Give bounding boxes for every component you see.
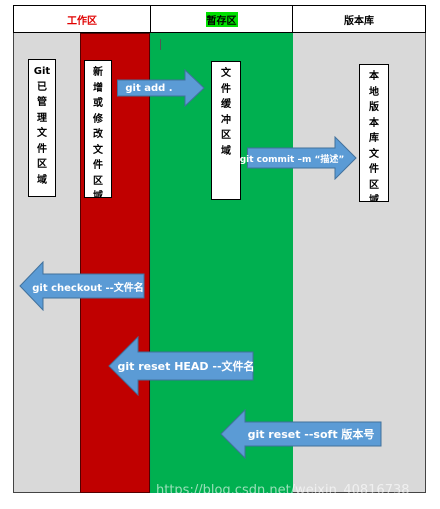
box-char: 缓: [221, 99, 231, 110]
box-char: 文: [221, 68, 231, 79]
box-char: 新: [93, 67, 103, 78]
file-buffer-box: 文件缓冲区域: [211, 61, 241, 200]
header-repository: 版本库: [292, 5, 426, 33]
header-work-area: 工作区: [13, 5, 151, 33]
box-char: 本: [369, 117, 379, 129]
box-char: 域: [369, 195, 379, 202]
git-checkout-label: git checkout --文件名: [32, 282, 144, 294]
git-checkout-arrow: git checkout --文件名: [19, 261, 145, 311]
header-repo-label: 版本库: [344, 15, 374, 27]
box-char: Git: [33, 66, 51, 77]
box-char: 区: [37, 159, 47, 170]
header-staging-area: 暂存区: [150, 5, 293, 33]
box-char: 增: [93, 82, 103, 94]
text-cursor: [160, 39, 161, 50]
box-char: 本: [369, 71, 379, 82]
box-char: 冲: [221, 114, 231, 126]
box-char: 域: [37, 174, 47, 186]
box-char: 区: [221, 130, 231, 141]
box-char: 件: [369, 164, 379, 175]
git-reset-head-label: git reset HEAD --文件名: [117, 360, 255, 373]
box-char: 文: [93, 144, 103, 156]
box-char: 件: [221, 83, 231, 95]
git-commit-arrow: git commit –m “描述”: [239, 136, 357, 180]
box-char: 或: [93, 98, 103, 109]
local-repo-files-box: 本地版本库文件区域: [359, 64, 389, 202]
header-stage-label: 暂存区: [205, 11, 238, 27]
box-char: 修: [93, 113, 103, 125]
box-char: 域: [221, 145, 231, 157]
git-reset-soft-label: git reset --soft 版本号: [247, 428, 375, 441]
git-add-arrow: git add .: [117, 69, 205, 107]
box-char: 管: [37, 97, 47, 108]
box-char: 件: [93, 160, 103, 171]
box-char: 域: [93, 191, 103, 198]
box-char: 库: [369, 133, 379, 144]
git-managed-files-box: Git 已管理文件区域: [28, 59, 56, 197]
git-commit-label: git commit –m “描述”: [239, 154, 345, 165]
box-char: 文: [37, 128, 47, 139]
box-char: 文: [369, 148, 379, 160]
git-add-label: git add .: [125, 82, 173, 94]
header-work-label: 工作区: [67, 15, 97, 27]
new-or-modified-files-box: 新增或修改文件区域: [84, 60, 112, 198]
box-char: 已: [37, 81, 47, 93]
watermark: https://blog.csdn.net/weixin_40816738: [156, 483, 410, 498]
box-char: 区: [93, 175, 103, 187]
box-char: 理: [37, 112, 47, 124]
box-char: 地: [369, 86, 379, 98]
git-reset-soft-arrow: git reset --soft 版本号: [220, 409, 382, 459]
git-reset-head-arrow: git reset HEAD --文件名: [108, 336, 255, 396]
box-char: 区: [369, 179, 379, 191]
box-char: 件: [37, 143, 47, 155]
box-char: 版: [369, 102, 379, 113]
box-char: 改: [93, 129, 103, 140]
